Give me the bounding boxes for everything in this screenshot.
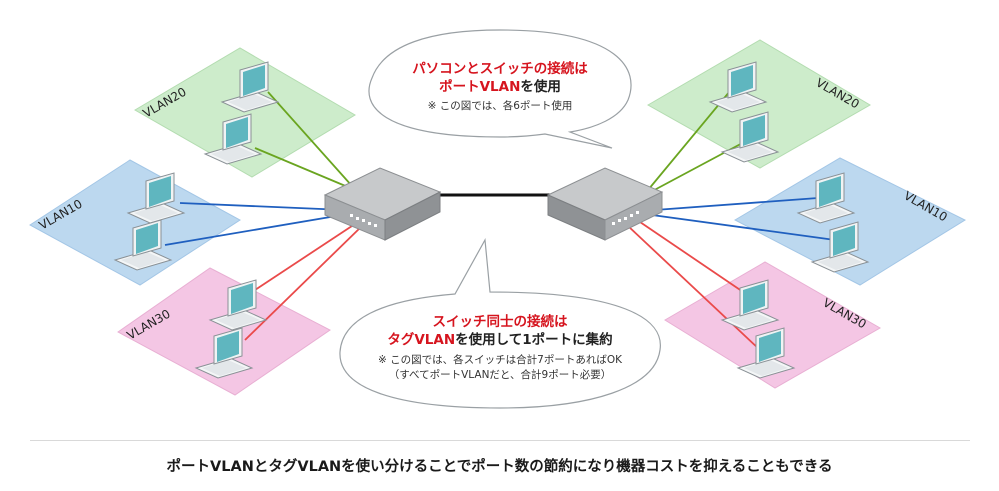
switch-icon bbox=[323, 167, 442, 241]
vlan30-link bbox=[244, 225, 363, 341]
vlan20-link bbox=[644, 139, 749, 196]
vlan30-link bbox=[627, 225, 761, 351]
speech-bubble-top bbox=[368, 29, 632, 149]
bubble-heading: パソコンとスイッチの接続は bbox=[412, 61, 588, 77]
vlan20-link bbox=[254, 147, 356, 191]
bubble-note: ※ この図では、各スイッチは合計7ポートあればOK bbox=[378, 354, 622, 366]
vlan10-link bbox=[654, 197, 819, 211]
bubble-heading: スイッチ同士の接続は bbox=[432, 314, 568, 330]
vlan-zone-left-mid: VLAN10 bbox=[29, 159, 241, 286]
vlan10-link bbox=[179, 202, 346, 211]
divider bbox=[30, 440, 970, 441]
highlight-text: ポートVLAN bbox=[439, 79, 521, 95]
vlan-zone-left-bot: VLAN30 bbox=[117, 267, 331, 396]
vlan10-link bbox=[651, 214, 836, 241]
vlan20-link bbox=[267, 91, 353, 187]
heading-rest: を使用して1ポートに集約 bbox=[455, 332, 613, 348]
top-bubble-text: パソコンとスイッチの接続は ポートVLANを使用 ※ この図では、各6ポート使用 bbox=[380, 60, 620, 114]
vlan30-link bbox=[254, 221, 359, 291]
bubble-note: （すべてポートVLANだと、合計9ポート必要） bbox=[388, 369, 612, 381]
heading-rest: を使用 bbox=[520, 79, 561, 95]
bubble-heading-2: タグVLANを使用して1ポートに集約 bbox=[350, 331, 650, 349]
bubble-heading-2: ポートVLANを使用 bbox=[380, 78, 620, 96]
bubble-note: ※ この図では、各6ポート使用 bbox=[427, 100, 573, 112]
switch-icon bbox=[546, 167, 664, 241]
bottom-bubble-text: スイッチ同士の接続は タグVLANを使用して1ポートに集約 ※ この図では、各ス… bbox=[350, 313, 650, 383]
vlan30-link bbox=[639, 221, 756, 301]
speech-bubble-bottom bbox=[339, 238, 661, 409]
highlight-text: タグVLAN bbox=[387, 332, 456, 348]
vlan10-link bbox=[164, 213, 349, 246]
caption: ポートVLANとタグVLANを使い分けることでポート数の節約になり機器コストを抑… bbox=[166, 459, 833, 475]
